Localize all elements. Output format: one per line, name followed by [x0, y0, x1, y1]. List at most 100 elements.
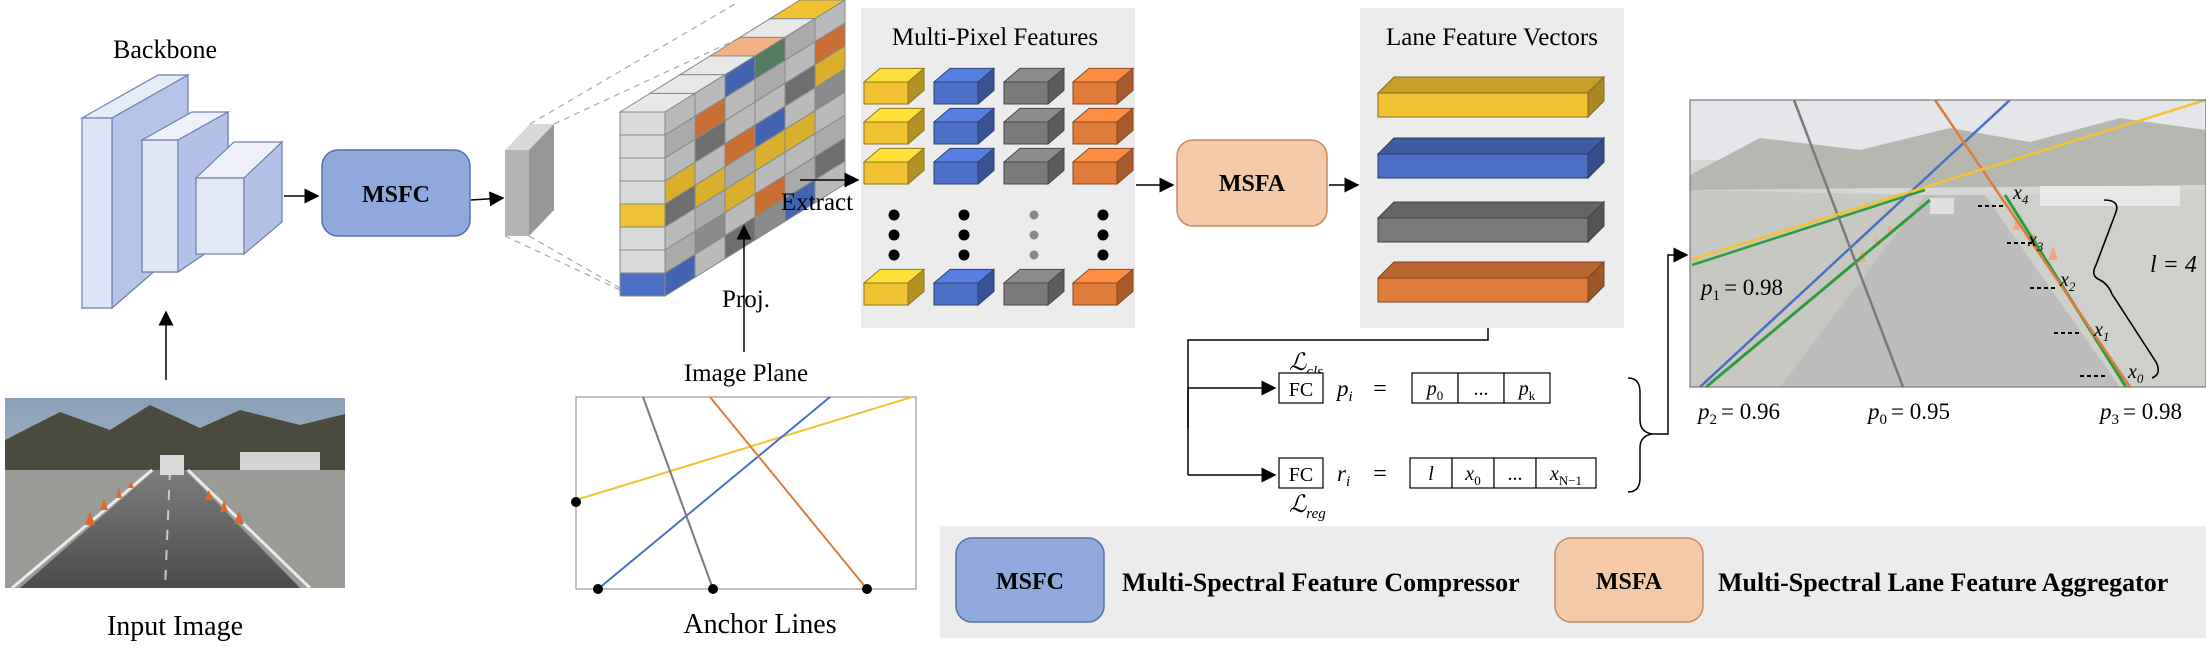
lane-vector-bar: [1377, 217, 1589, 243]
cube-cell: [619, 111, 666, 136]
svg-text:x3: x3: [2027, 229, 2044, 254]
lane-length-label: l = 4: [2150, 252, 2197, 278]
pixel-cube: [1003, 121, 1049, 145]
ellipsis-dot: [1097, 229, 1109, 241]
vector-cell-label: l: [1428, 463, 1434, 485]
pixel-cube: [1047, 268, 1065, 307]
vector-cell-label: p0: [1425, 378, 1444, 403]
msfc-label: MSFC: [362, 182, 430, 208]
input-image-label: Input Image: [107, 611, 243, 642]
backbone-title: Backbone: [113, 35, 217, 64]
pixel-cube: [1072, 282, 1118, 306]
p-i-label: p: [1335, 376, 1349, 401]
image-plane-label: Image Plane: [684, 360, 808, 387]
input-image: [5, 398, 345, 590]
pixel-cube: [1072, 81, 1118, 105]
vector-cell-label: pk: [1517, 378, 1536, 403]
r-i-label: r: [1337, 461, 1347, 486]
pixel-cube: [863, 161, 909, 185]
pixel-cube: [1116, 67, 1134, 106]
vector-cell: [1535, 457, 1597, 489]
output-image: [1689, 98, 2206, 389]
head-connectors: [1187, 328, 1489, 483]
pixel-cube: [977, 67, 995, 106]
fc-reg-label: FC: [1289, 464, 1313, 486]
pixel-cube: [863, 282, 909, 306]
fc-cls-label: FC: [1289, 379, 1313, 401]
lane-vector-bar: [1376, 76, 1606, 94]
legend-msfa: MSFA Multi-Spectral Lane Feature Aggrega…: [1554, 537, 2168, 623]
reg-loss: ℒ: [1289, 492, 1307, 518]
feature-cube: [618, 0, 846, 297]
cls-head: ℒcls FC pi = p0...pk: [1278, 350, 1551, 405]
pixel-cube: [1003, 282, 1049, 306]
cube-cell: [768, 0, 846, 20]
ellipsis-dot: [1029, 210, 1039, 220]
pixel-cube: [977, 147, 995, 186]
pixel-cube: [1116, 147, 1134, 186]
pixel-cube: [1003, 161, 1049, 185]
vector-cell-label: ...: [1474, 378, 1489, 400]
lane-vector-bar: [1376, 137, 1606, 155]
pixel-cube: [1047, 67, 1065, 106]
vector-cell-label: x0: [1464, 463, 1480, 488]
svg-text:p0= 0.95: p0= 0.95: [1866, 399, 1950, 428]
vector-cell: [1451, 457, 1495, 489]
vector-cell: [1503, 372, 1551, 404]
pixel-cube: [933, 81, 979, 105]
cube-cell: [619, 157, 666, 182]
cube-cell: [619, 180, 666, 205]
ellipsis-dot: [888, 249, 900, 261]
p-vector: p0... pk: [1411, 372, 1551, 404]
pixel-cube: [907, 268, 925, 307]
pixel-cube: [863, 81, 909, 105]
output-confidences: p2= 0.96 p0= 0.95 p3= 0.98: [1696, 399, 2182, 428]
lane-vector-bar: [1587, 75, 1605, 119]
backbone-blocks: [79, 73, 284, 310]
anchor-lines-panel: [571, 396, 917, 594]
msfc-module: MSFC: [321, 149, 471, 237]
output-frame: [1689, 99, 2206, 388]
pixel-cube: [933, 282, 979, 306]
ellipsis-dot: [1097, 209, 1109, 221]
pixel-cube: [1116, 268, 1134, 307]
ellipsis-dot: [888, 209, 900, 221]
legend-msfc-abbr: MSFC: [996, 569, 1064, 595]
legend-msfa-desc: Multi-Spectral Lane Feature Aggregator: [1718, 568, 2168, 597]
pixel-cube: [1072, 121, 1118, 145]
vector-cell: [1457, 372, 1505, 404]
p-eq: =: [1373, 376, 1387, 402]
pixel-cube: [907, 107, 925, 146]
legend-msfc: MSFC Multi-Spectral Feature Compressor: [955, 537, 1520, 623]
pixel-cube: [863, 121, 909, 145]
legend-msfc-desc: Multi-Spectral Feature Compressor: [1122, 568, 1520, 597]
ellipsis-dot: [1097, 249, 1109, 261]
lane-vector-bar: [1376, 261, 1606, 279]
svg-text:pi: pi: [1335, 376, 1353, 405]
msfa-module: MSFA: [1176, 139, 1328, 227]
vector-cell-label: ...: [1508, 463, 1523, 485]
vector-cell-label: xN−1: [1549, 463, 1582, 488]
lane-vector-bar: [1587, 200, 1605, 244]
pixel-cube: [933, 121, 979, 145]
svg-text:x2: x2: [2059, 269, 2076, 294]
r-eq: =: [1373, 461, 1387, 487]
pixel-cube: [933, 161, 979, 185]
cube-cell: [619, 249, 666, 274]
pixel-cube: [977, 268, 995, 307]
extract-label: Extract: [781, 189, 853, 216]
multi-pixel-cubes: [862, 67, 1135, 307]
lane-vector-bar: [1377, 92, 1589, 118]
svg-text:p2= 0.96: p2= 0.96: [1696, 399, 1780, 428]
lane-vector-bars: [1376, 75, 1606, 304]
ellipsis-dot: [958, 229, 970, 241]
lane-vector-bar: [1587, 260, 1605, 304]
p-i-sub: i: [1349, 389, 1353, 405]
pixel-cube: [977, 107, 995, 146]
lane-vector-bar: [1377, 153, 1589, 179]
ellipsis-dot: [958, 249, 970, 261]
reg-loss-sub: reg: [1306, 506, 1326, 522]
pixel-cube: [1047, 107, 1065, 146]
lane-vector-bar: [1376, 201, 1606, 219]
